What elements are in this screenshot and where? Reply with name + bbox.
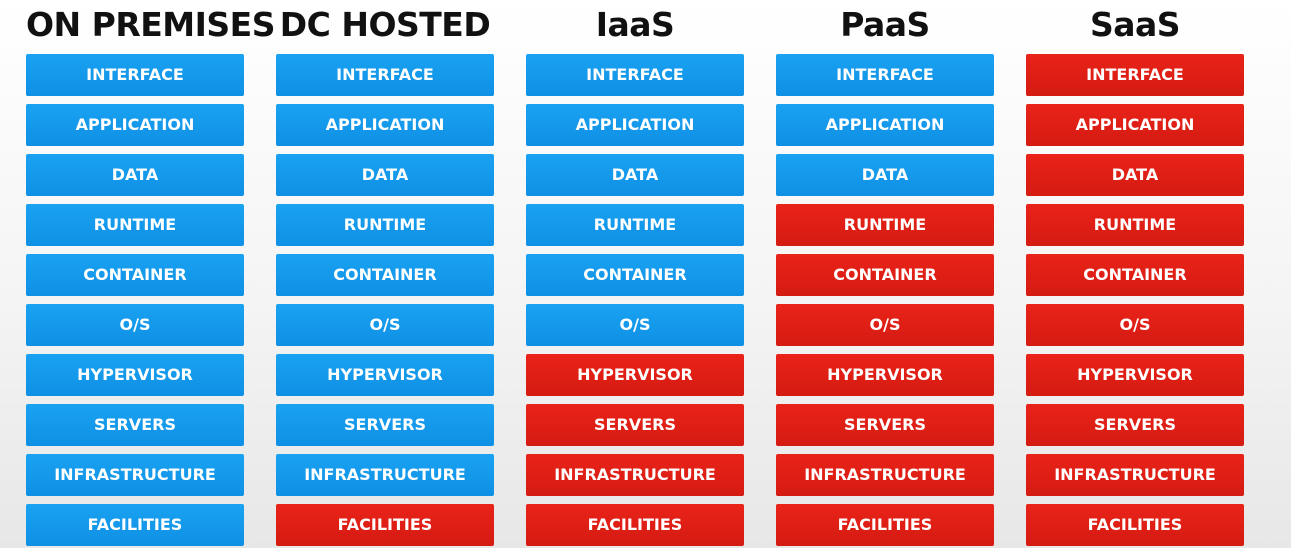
- layer-infrastructure: INFRASTRUCTURE: [526, 454, 744, 496]
- layer-container: CONTAINER: [276, 254, 494, 296]
- layer-application: APPLICATION: [26, 104, 244, 146]
- layer-runtime: RUNTIME: [276, 204, 494, 246]
- column-title: IaaS: [595, 5, 675, 44]
- layer-facilities: FACILITIES: [1026, 504, 1244, 546]
- column-saas: SaaS INTERFACE APPLICATION DATA RUNTIME CONT…: [1026, 0, 1244, 546]
- layer-application: APPLICATION: [276, 104, 494, 146]
- layer-application: APPLICATION: [1026, 104, 1244, 146]
- layer-data: DATA: [276, 154, 494, 196]
- layer-o-s: O/S: [526, 304, 744, 346]
- layer-interface: INTERFACE: [526, 54, 744, 96]
- layer-infrastructure: INFRASTRUCTURE: [1026, 454, 1244, 496]
- layer-o-s: O/S: [276, 304, 494, 346]
- column-title: PaaS: [840, 5, 930, 44]
- layer-interface: INTERFACE: [776, 54, 994, 96]
- column-title: SaaS: [1089, 5, 1181, 44]
- layer-o-s: O/S: [776, 304, 994, 346]
- layer-facilities: FACILITIES: [26, 504, 244, 546]
- layer-servers: SERVERS: [276, 404, 494, 446]
- layer-runtime: RUNTIME: [26, 204, 244, 246]
- layer-hypervisor: HYPERVISOR: [526, 354, 744, 396]
- column-iaas: IaaS INTERFACE APPLICATION DATA RUNTIME CONT…: [526, 0, 744, 546]
- layer-facilities: FACILITIES: [276, 504, 494, 546]
- layer-hypervisor: HYPERVISOR: [1026, 354, 1244, 396]
- layer-infrastructure: INFRASTRUCTURE: [776, 454, 994, 496]
- column-title: ON PREMISES: [26, 5, 276, 44]
- layer-container: CONTAINER: [776, 254, 994, 296]
- layer-servers: SERVERS: [776, 404, 994, 446]
- layer-infrastructure: INFRASTRUCTURE: [26, 454, 244, 496]
- layer-hypervisor: HYPERVISOR: [276, 354, 494, 396]
- column-title: DC HOSTED: [279, 5, 491, 44]
- layer-interface: INTERFACE: [276, 54, 494, 96]
- column-on-premises: ON PREMISES INTERFACE APPLICATION DATA RUNT…: [26, 0, 276, 546]
- layer-interface: INTERFACE: [1026, 54, 1244, 96]
- layer-application: APPLICATION: [526, 104, 744, 146]
- layer-runtime: RUNTIME: [776, 204, 994, 246]
- layer-container: CONTAINER: [526, 254, 744, 296]
- layer-o-s: O/S: [1026, 304, 1244, 346]
- layer-interface: INTERFACE: [26, 54, 244, 96]
- layer-o-s: O/S: [26, 304, 244, 346]
- layer-data: DATA: [776, 154, 994, 196]
- column-paas: PaaS INTERFACE APPLICATION DATA RUNTIME CONT…: [776, 0, 994, 546]
- layer-data: DATA: [26, 154, 244, 196]
- layer-facilities: FACILITIES: [776, 504, 994, 546]
- layer-container: CONTAINER: [26, 254, 244, 296]
- layer-runtime: RUNTIME: [526, 204, 744, 246]
- layer-infrastructure: INFRASTRUCTURE: [276, 454, 494, 496]
- layer-application: APPLICATION: [776, 104, 994, 146]
- layer-servers: SERVERS: [526, 404, 744, 446]
- layer-servers: SERVERS: [26, 404, 244, 446]
- layer-container: CONTAINER: [1026, 254, 1244, 296]
- column-dc-hosted: DC HOSTED INTERFACE APPLICATION DATA RUNTIM…: [276, 0, 494, 546]
- layer-hypervisor: HYPERVISOR: [776, 354, 994, 396]
- layer-facilities: FACILITIES: [526, 504, 744, 546]
- layer-data: DATA: [526, 154, 744, 196]
- layer-runtime: RUNTIME: [1026, 204, 1244, 246]
- layer-servers: SERVERS: [1026, 404, 1244, 446]
- layer-hypervisor: HYPERVISOR: [26, 354, 244, 396]
- layer-data: DATA: [1026, 154, 1244, 196]
